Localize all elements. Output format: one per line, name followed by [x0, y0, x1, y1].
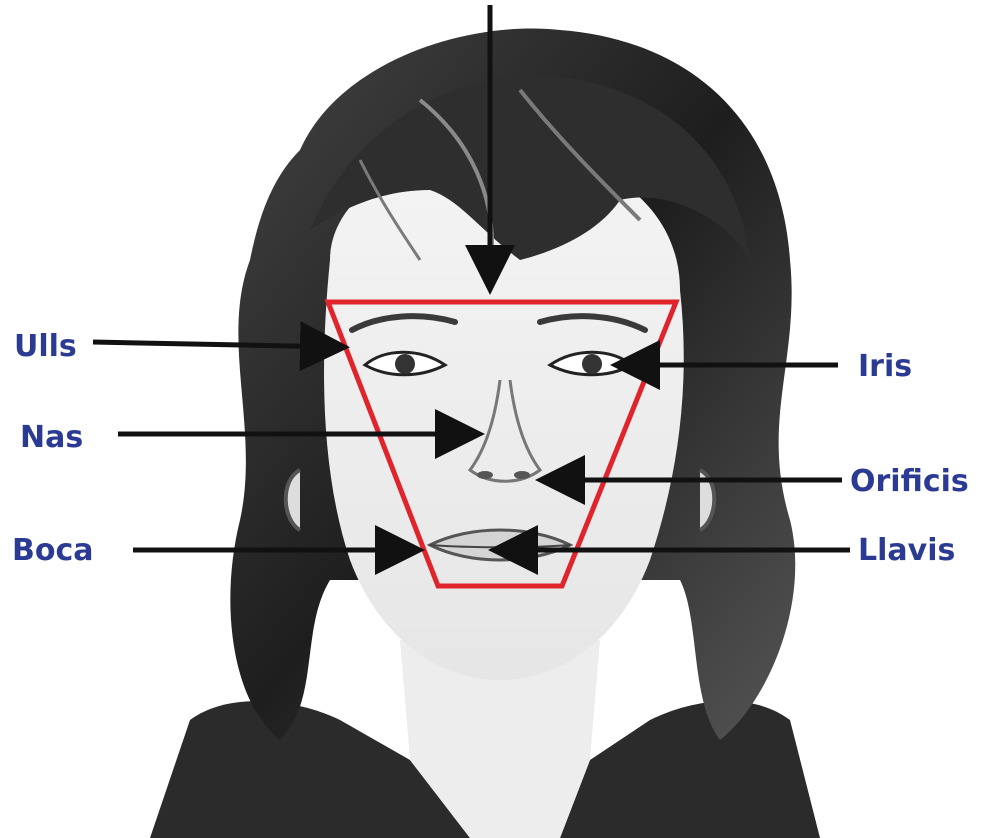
label-nas: Nas — [20, 420, 83, 455]
label-orificis: Orificis — [850, 464, 969, 499]
label-boca: Boca — [12, 533, 94, 568]
label-llavis: Llavis — [858, 533, 955, 568]
label-ulls: Ulls — [14, 329, 77, 364]
jacket-shape-right — [560, 701, 820, 838]
label-iris: Iris — [858, 349, 912, 384]
